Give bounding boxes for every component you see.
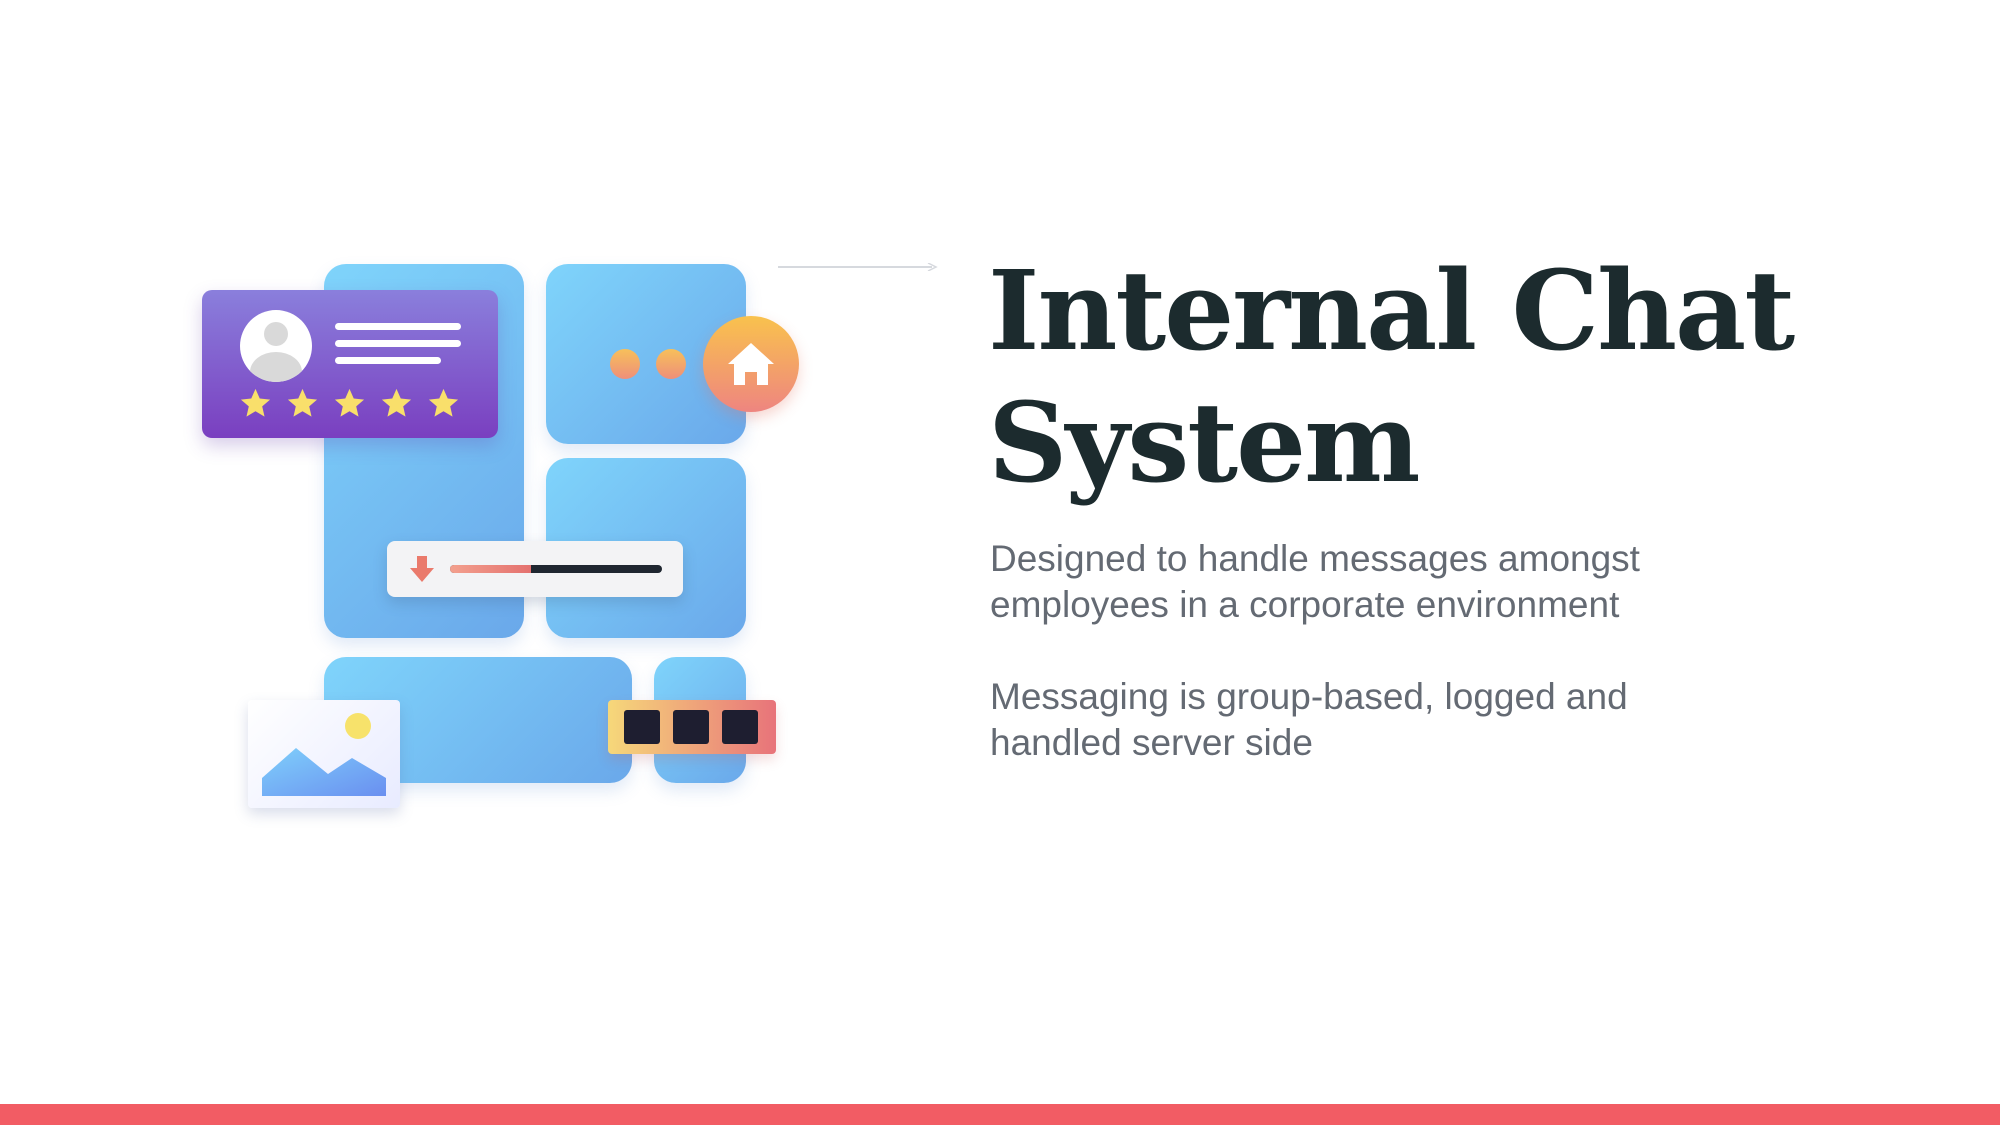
user-avatar-icon — [240, 310, 312, 382]
star-icon — [240, 388, 271, 417]
text-line — [335, 340, 461, 347]
indicator-dot — [610, 349, 640, 379]
star-icon — [334, 388, 365, 417]
text-line — [335, 323, 461, 330]
home-badge — [703, 316, 799, 412]
app-illustration — [0, 0, 938, 1125]
media-thumbnails-card — [608, 700, 776, 754]
description-paragraph: Messaging is group-based, logged and han… — [990, 676, 1628, 763]
image-card — [248, 700, 400, 808]
text-line — [335, 357, 441, 364]
image-icon — [262, 713, 386, 796]
description-paragraph: Designed to handle messages amongst empl… — [990, 538, 1640, 625]
star-icon — [287, 388, 318, 417]
home-icon — [728, 343, 774, 385]
connector-arrow — [778, 263, 938, 271]
star-icon — [428, 388, 459, 417]
footer-accent-bar — [0, 1104, 2000, 1125]
profile-rating-card — [202, 290, 498, 438]
thumbnail-square — [673, 710, 709, 744]
star-icon — [381, 388, 412, 417]
progress-track — [450, 565, 662, 573]
progress-fill — [450, 565, 531, 573]
thumbnail-square — [722, 710, 758, 744]
indicator-dot — [656, 349, 686, 379]
download-progress-bar — [387, 541, 683, 597]
slide-title: Internal Chat System — [988, 246, 1795, 507]
download-arrow-icon — [410, 556, 434, 582]
thumbnail-square — [624, 710, 660, 744]
rating-stars — [238, 386, 461, 421]
